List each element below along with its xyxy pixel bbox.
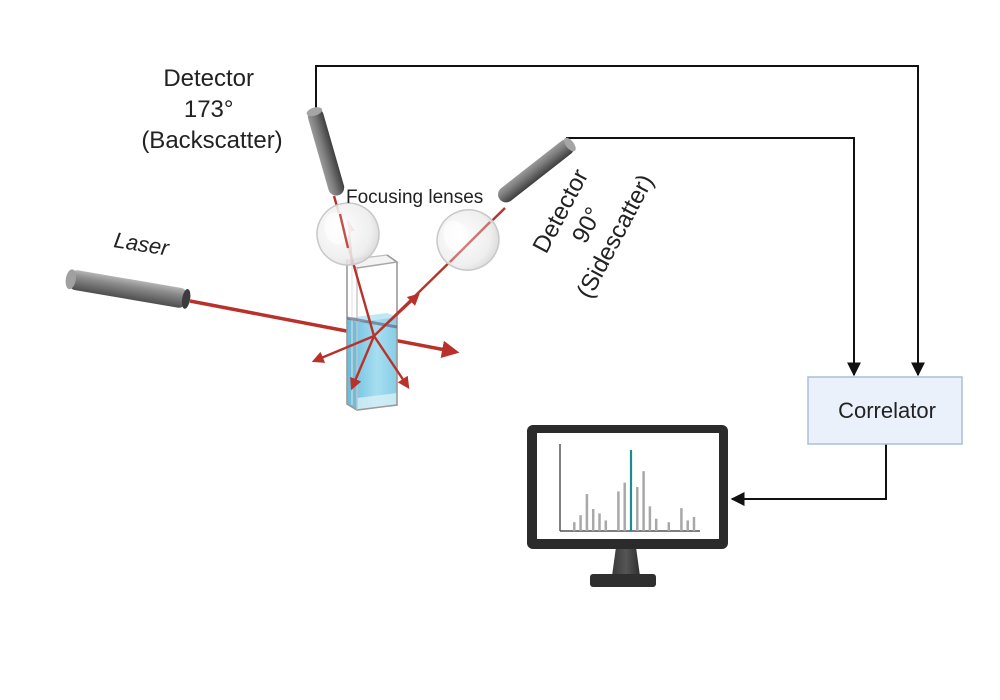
monitor-base [590, 574, 656, 587]
focusing-lenses-label: Focusing lenses [346, 187, 483, 208]
monitor-chart [559, 444, 700, 532]
monitor-screen [537, 433, 719, 539]
sidescatter-wire [566, 137, 861, 377]
lenses [316, 202, 500, 271]
laser [65, 269, 191, 309]
cuvette-liquid [357, 317, 397, 410]
monitor-neck [612, 547, 640, 576]
scatter-arrow-down-left [350, 335, 376, 391]
scatter-arrow-left [311, 334, 375, 363]
monitor [527, 425, 728, 587]
correlator-box: Correlator [807, 376, 963, 445]
laser-aperture [181, 289, 191, 309]
scatter-arrow-up-right [379, 293, 420, 331]
laser-rear-cap [65, 269, 77, 290]
sidescatter-lens [436, 209, 500, 271]
laser-body [68, 270, 188, 308]
backscatter-detector [306, 107, 345, 196]
correlator-to-monitor-wire [730, 444, 887, 506]
sidescatter-detector [498, 137, 576, 203]
incident-beam [189, 299, 460, 358]
laser-label: Laser [112, 227, 172, 261]
correlator-label: Correlator [838, 398, 936, 423]
signal-wires [315, 65, 925, 506]
backscatter-wire [315, 65, 925, 377]
scatter-arrow-down-right [373, 335, 410, 389]
backscatter-detector-label: Detector 173° (Backscatter) [141, 65, 282, 154]
